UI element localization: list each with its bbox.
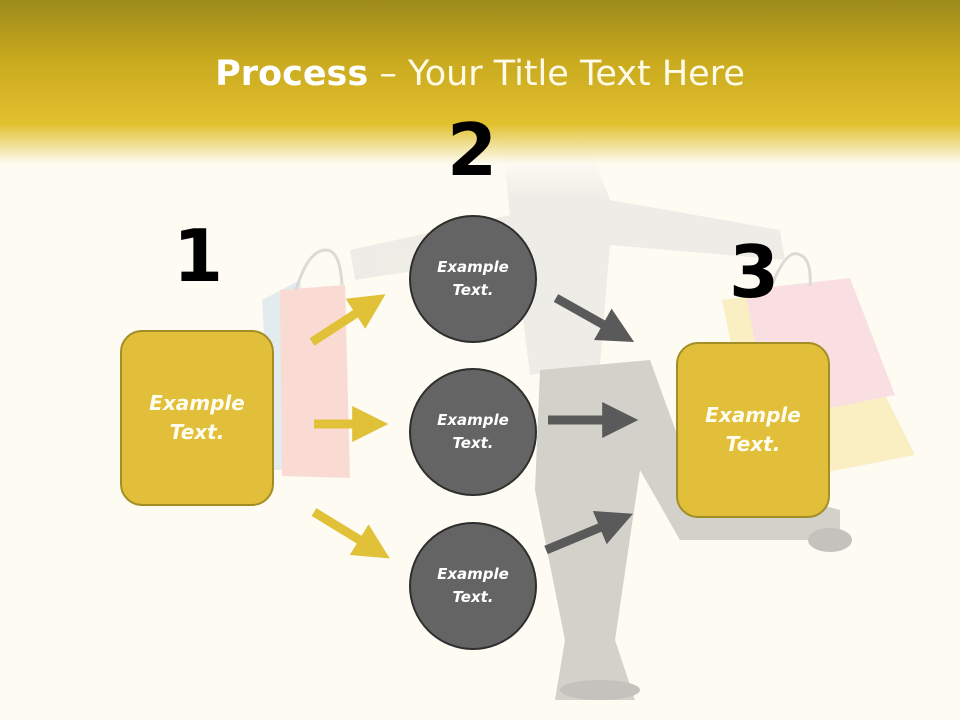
slide-title: Process – Your Title Text Here xyxy=(0,52,960,96)
arrow-circle-top-to-box3 xyxy=(553,294,635,342)
circle-bottom-label: Example Text. xyxy=(437,565,509,606)
arrow-circle-bottom-to-box3 xyxy=(544,511,633,555)
circle-top-label: Example Text. xyxy=(437,258,509,299)
step-number-3: 3 xyxy=(728,230,780,314)
header-band xyxy=(0,0,960,200)
arrow-box1-to-circle-top xyxy=(309,294,386,346)
circle-bottom: Example Text. xyxy=(409,522,537,650)
circle-top: Example Text. xyxy=(409,215,537,343)
title-bold: Process xyxy=(215,54,369,94)
circle-middle: Example Text. xyxy=(409,368,537,496)
circle-middle-label: Example Text. xyxy=(437,411,509,452)
step-1-box: Example Text. xyxy=(120,330,274,506)
step-number-1: 1 xyxy=(172,214,224,298)
step-3-box: Example Text. xyxy=(676,342,830,518)
step-1-box-label: Example Text. xyxy=(149,391,245,444)
title-rest: – Your Title Text Here xyxy=(368,54,745,94)
step-number-2: 2 xyxy=(446,108,498,192)
arrow-box1-to-circle-bottom xyxy=(311,508,390,559)
step-3-box-label: Example Text. xyxy=(705,403,801,456)
